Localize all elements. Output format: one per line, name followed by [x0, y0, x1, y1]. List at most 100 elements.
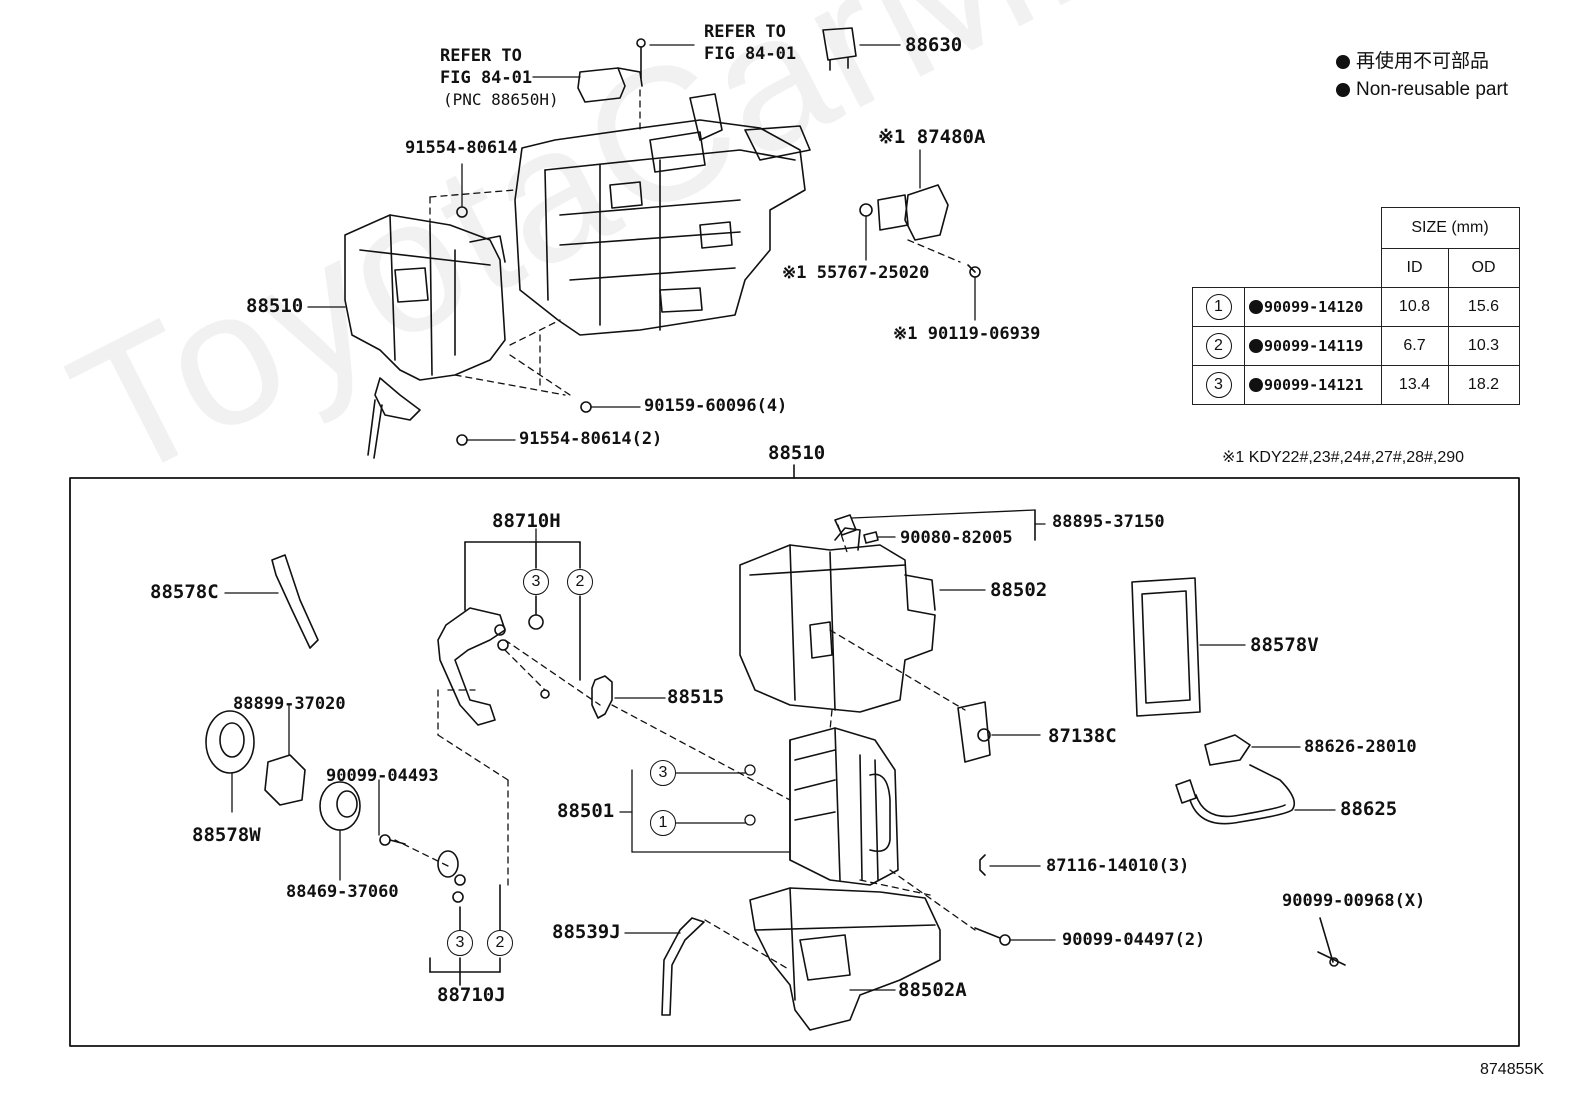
size-table-header: SIZE (mm) [1193, 207, 1520, 249]
table-row: 1 90099-14120 10.8 15.6 [1192, 287, 1520, 327]
label-88510-box[interactable]: 88510 [768, 442, 826, 464]
size-table: SIZE (mm) ID OD 1 90099-14120 10.8 15.6 … [1192, 207, 1520, 405]
seal-88578c [271, 554, 319, 649]
heater-case-outline [514, 93, 811, 336]
evap-pipe-bracket [619, 764, 791, 853]
label-88578v[interactable]: 88578V [1250, 634, 1319, 656]
screw-90099-04497 [974, 927, 1056, 946]
label-87138c[interactable]: 87138C [1048, 725, 1117, 747]
leader-lines-top [307, 44, 976, 441]
part-number: 90099-14119 [1264, 337, 1364, 355]
screw-91554-top [456, 206, 468, 218]
nonreusable-dot-icon [1249, 339, 1263, 353]
od-value: 15.6 [1447, 287, 1520, 327]
od-value: 18.2 [1447, 365, 1520, 405]
row-num: 2 [1205, 333, 1232, 359]
amplifier-part [577, 38, 646, 103]
evaporator-case-top [344, 214, 506, 459]
circle-marker-3: 3 [650, 760, 676, 786]
label-88501[interactable]: 88501 [557, 800, 615, 822]
circle-marker-2: 2 [567, 569, 593, 595]
grommet-88578w [205, 710, 255, 774]
circle-marker-3: 3 [447, 930, 473, 956]
label-88630[interactable]: 88630 [905, 34, 963, 56]
part-number: 90099-14121 [1264, 376, 1364, 394]
label-88710j[interactable]: 88710J [437, 984, 506, 1006]
legend-text-jp: 再使用不可部品 [1356, 51, 1490, 72]
legend-text-en: Non-reusable part [1356, 79, 1509, 100]
label-88469[interactable]: 88469-37060 [286, 882, 399, 902]
table-row: 2 90099-14119 6.7 10.3 [1192, 326, 1520, 366]
wire-harness-88625 [1175, 764, 1336, 825]
expansion-valve-88515 [591, 675, 613, 719]
row-num: 1 [1205, 294, 1232, 320]
relay-part [822, 27, 857, 71]
label-90099-04497[interactable]: 90099-04497(2) [1062, 930, 1206, 950]
label-88899[interactable]: 88899-37020 [233, 694, 346, 714]
label-refer-left-1[interactable]: REFER TO [440, 46, 522, 66]
label-88626[interactable]: 88626-28010 [1304, 737, 1417, 757]
label-87480a[interactable]: ※1 87480A [878, 126, 986, 148]
label-88710h[interactable]: 88710H [492, 510, 561, 532]
size-title: SIZE (mm) [1380, 207, 1520, 249]
bracket-88710h [437, 528, 581, 726]
od-value: 10.3 [1447, 326, 1520, 366]
grommet-88469 [319, 781, 361, 831]
upper-case-88502 [739, 527, 936, 713]
label-88578c[interactable]: 88578C [150, 581, 219, 603]
legend-item-jp: 再使用不可部品 [1336, 52, 1489, 71]
bracket-88710j [429, 850, 501, 986]
circle-marker-2: 2 [487, 930, 513, 956]
legend-item-en: Non-reusable part [1336, 80, 1508, 99]
screw-90159 [580, 401, 592, 413]
assembly-lines-top [429, 89, 961, 396]
label-87116[interactable]: 87116-14010(3) [1046, 856, 1190, 876]
clamp-88899 [264, 754, 306, 806]
assembly-lines-left [394, 639, 791, 886]
label-90119[interactable]: ※1 90119-06939 [893, 324, 1041, 344]
nonreusable-dot-icon [1336, 83, 1350, 97]
lower-case-88502a [749, 887, 941, 1031]
col-id: ID [1380, 248, 1449, 288]
label-88515[interactable]: 88515 [667, 686, 725, 708]
label-90099-00968[interactable]: 90099-00968(X) [1282, 891, 1426, 911]
screw-90099-04493 [378, 779, 406, 846]
nonreusable-dot-icon [1336, 55, 1350, 69]
screw-91554-bottom [456, 434, 468, 446]
thermistor-88626 [1204, 734, 1301, 766]
label-91554-bottom[interactable]: 91554-80614(2) [519, 429, 663, 449]
resistor-87138c [957, 701, 1041, 763]
circle-marker-1: 1 [650, 810, 676, 836]
footnote: ※1 KDY22#,23#,24#,27#,28#,290 [1222, 449, 1465, 466]
clip-87116 [979, 854, 986, 876]
label-88510-top[interactable]: 88510 [246, 295, 304, 317]
label-refer-right-2[interactable]: FIG 84-01 [704, 44, 797, 64]
label-88578w[interactable]: 88578W [192, 824, 261, 846]
label-90099-04493[interactable]: 90099-04493 [326, 766, 439, 786]
label-88502a[interactable]: 88502A [898, 979, 967, 1001]
evaporator-core-88501 [789, 727, 899, 886]
label-refer-left-2[interactable]: FIG 84-01 [440, 68, 533, 88]
id-value: 13.4 [1380, 365, 1449, 405]
connector-88895 [834, 509, 1046, 544]
assembly-lines-mid [704, 524, 976, 971]
size-table-subheader: ID OD [1193, 248, 1520, 288]
label-refer-left-3[interactable]: (PNC 88650H) [443, 90, 559, 109]
label-55767[interactable]: ※1 55767-25020 [782, 263, 930, 283]
label-90080[interactable]: 90080-82005 [900, 528, 1013, 548]
label-88625[interactable]: 88625 [1340, 798, 1398, 820]
col-od: OD [1447, 248, 1520, 288]
label-90159[interactable]: 90159-60096(4) [644, 396, 788, 416]
circle-marker-3: 3 [523, 569, 549, 595]
row-num: 3 [1205, 372, 1232, 398]
figure-id: 874855K [1480, 1061, 1545, 1078]
label-88895[interactable]: 88895-37150 [1052, 512, 1165, 532]
part-number: 90099-14120 [1264, 298, 1364, 316]
label-88539j[interactable]: 88539J [552, 921, 621, 943]
label-refer-right-1[interactable]: REFER TO [704, 22, 786, 42]
label-88502[interactable]: 88502 [990, 579, 1048, 601]
label-91554-top[interactable]: 91554-80614 [405, 138, 518, 158]
id-value: 10.8 [1380, 287, 1449, 327]
